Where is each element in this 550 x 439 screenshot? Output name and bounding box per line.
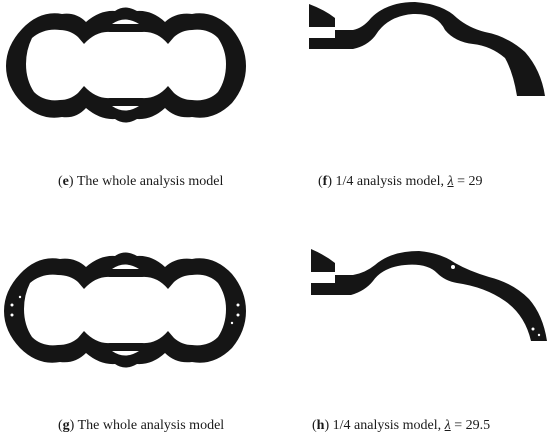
lambda-value-h: = 29.5 <box>454 418 491 433</box>
lambda-symbol-f: λ <box>447 174 454 189</box>
caption-text-e: The whole analysis model <box>76 174 224 189</box>
whole-model-shape-e <box>6 7 246 123</box>
caption-g: (g) The whole analysis model <box>58 418 225 433</box>
panel-f-quarter-model <box>305 0 550 110</box>
panel-e-whole-model <box>0 0 250 130</box>
caption-f: (f) 1/4 analysis model, λ = 29 <box>318 174 483 189</box>
quarter-model-shape-f <box>309 2 545 96</box>
panel-g-whole-model <box>0 245 250 375</box>
whole-model-shape-g <box>4 252 246 368</box>
caption-letter-f: f <box>322 174 328 189</box>
caption-h: (h) 1/4 analysis model, λ = 29.5 <box>312 418 491 433</box>
lambda-value-f: = 29 <box>457 174 483 189</box>
lambda-symbol-h: λ <box>444 418 451 433</box>
caption-letter-g: g <box>62 418 70 433</box>
quarter-model-shape-h <box>311 249 547 341</box>
caption-text-g: The whole analysis model <box>77 418 225 433</box>
caption-text-h: 1/4 analysis model, <box>332 418 442 433</box>
caption-text-f: 1/4 analysis model, <box>335 174 445 189</box>
caption-e: (e) The whole analysis model <box>58 174 224 189</box>
panel-h-quarter-model <box>305 245 550 355</box>
caption-letter-e: e <box>62 174 69 189</box>
caption-letter-h: h <box>316 418 325 433</box>
